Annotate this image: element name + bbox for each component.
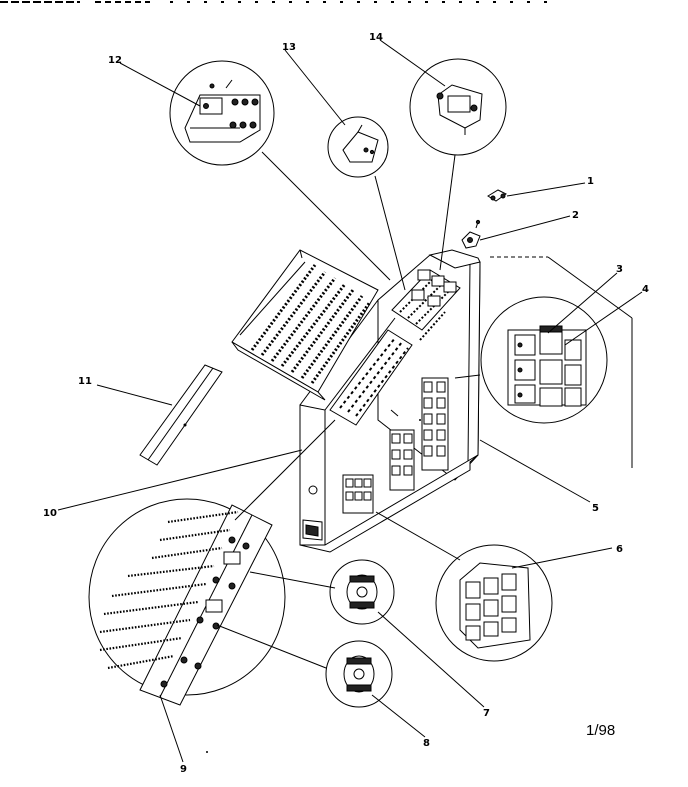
callout-14: 14 (369, 32, 383, 43)
callout-4: 4 (642, 284, 649, 295)
callout-13: 13 (282, 42, 296, 53)
callout-9: 9 (180, 764, 187, 775)
mounting-bracket-part-11 (139, 364, 223, 466)
detail-circle-part-7 (329, 559, 395, 625)
callout-11: 11 (78, 376, 92, 387)
clip-part-2 (461, 219, 481, 249)
knockout-hole (308, 485, 318, 495)
detail-circle-part-12 (169, 60, 275, 166)
detail-circle-parts-3-4 (480, 296, 608, 424)
fuse-block-tall (421, 377, 449, 471)
callout-8: 8 (423, 738, 430, 749)
heater-element-rack (231, 249, 379, 401)
fuse-block-small (342, 474, 374, 514)
terminal-strip (329, 329, 413, 426)
cabinet-right-wall (467, 261, 481, 463)
detail-circle-part-14 (409, 58, 507, 156)
clip-part-1 (487, 189, 507, 202)
detail-circle-part-13 (327, 116, 389, 178)
detail-circle-part-6 (435, 544, 553, 662)
callout-12: 12 (108, 55, 122, 66)
callout-5: 5 (592, 503, 599, 514)
callout-10: 10 (43, 508, 57, 519)
callout-1: 1 (587, 176, 594, 187)
leader-lines (57, 39, 643, 763)
callout-3: 3 (616, 264, 623, 275)
callout-2: 2 (572, 210, 579, 221)
callout-labels: 1 2 3 4 5 6 7 8 9 10 11 12 13 14 (43, 32, 649, 775)
fuse-block-mid (389, 429, 415, 491)
fuse-screw (390, 409, 399, 417)
detail-circle-part-8 (325, 640, 393, 708)
cabinet-base (299, 454, 479, 553)
detail-circle-part-9 (88, 498, 286, 706)
date-code: 1/98 (586, 722, 615, 739)
relay-bank (391, 269, 461, 341)
callout-6: 6 (616, 544, 623, 555)
callout-7: 7 (483, 708, 490, 719)
